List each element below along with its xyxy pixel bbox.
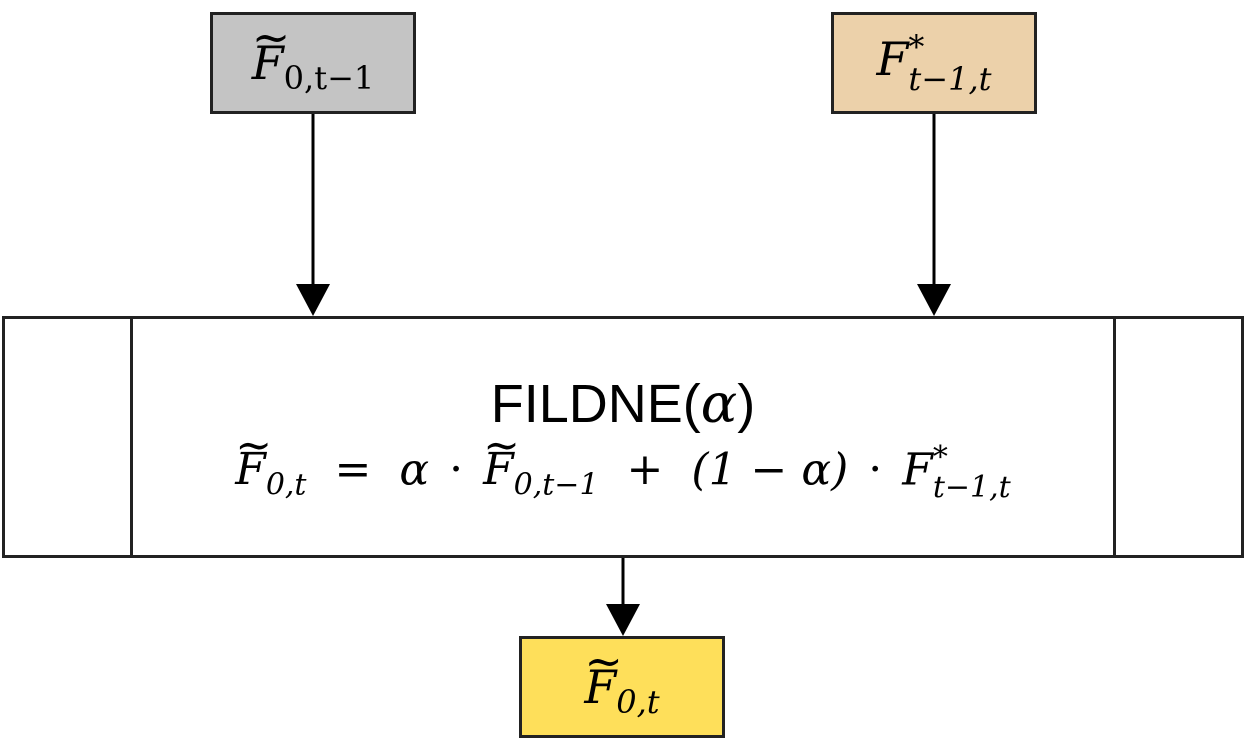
star-sup: * (908, 28, 925, 66)
process-left-bar (130, 319, 133, 555)
formula-dot-2: · (868, 444, 883, 495)
formula-term1-base: F (483, 444, 514, 495)
out-base: F (584, 660, 617, 714)
process-right-bar (1113, 319, 1116, 555)
formula-term2-sup: * (932, 439, 948, 475)
formula-lhs-base: F (235, 444, 266, 495)
update-formula: ~F0,t = α · ~F0,t−1 + (1 − α) · F*t−1,t (235, 420, 1011, 505)
star-base: F (876, 32, 909, 86)
formula-term2-base: F (902, 444, 933, 495)
process-content: FILDNE(α) ~F0,t = α · ~F0,t−1 + (1 − α) … (235, 372, 1010, 503)
tilde-accent: ~ (251, 10, 291, 64)
out-sub: 0,t (616, 683, 660, 722)
input-node-local-embedding: F*t−1,t (831, 12, 1037, 114)
tilde-accent: ~ (235, 420, 273, 471)
formula-equals: = (334, 444, 372, 495)
formula-plus: + (626, 444, 664, 495)
local-embedding-label: F*t−1,t (877, 31, 992, 95)
formula-term1-sub: 0,t−1 (513, 466, 599, 502)
star-sub: t−1,t (908, 60, 992, 98)
title-alpha: α (700, 371, 738, 435)
title-prefix: FILDNE( (490, 373, 701, 434)
fildne-process-node: FILDNE(α) ~F0,t = α · ~F0,t−1 + (1 − α) … (2, 316, 1244, 558)
tilde-accent: ~ (483, 420, 520, 471)
formula-lhs-sub: 0,t (265, 466, 307, 502)
arrow-star-to-main (917, 114, 951, 316)
formula-dot-1: · (449, 444, 464, 495)
arrow-main-to-out (606, 558, 640, 636)
previous-embedding-label: ~F0,t−1 (251, 10, 374, 94)
arrow-prev-to-main (296, 114, 330, 316)
tilde-accent: ~ (584, 634, 623, 688)
formula-term2-sub: t−1,t (932, 469, 1011, 505)
updated-embedding-label: ~F0,t (584, 634, 659, 718)
prev-base: F (251, 36, 284, 90)
process-title: FILDNE(α) (491, 372, 755, 435)
prev-sub: 0,t−1 (283, 59, 375, 98)
title-suffix: ) (737, 373, 756, 434)
formula-alpha: α (399, 444, 430, 495)
output-node-updated-embedding: ~F0,t (519, 634, 725, 738)
formula-paren: (1 − α) (691, 444, 849, 495)
input-node-previous-embedding: ~F0,t−1 (210, 10, 416, 114)
